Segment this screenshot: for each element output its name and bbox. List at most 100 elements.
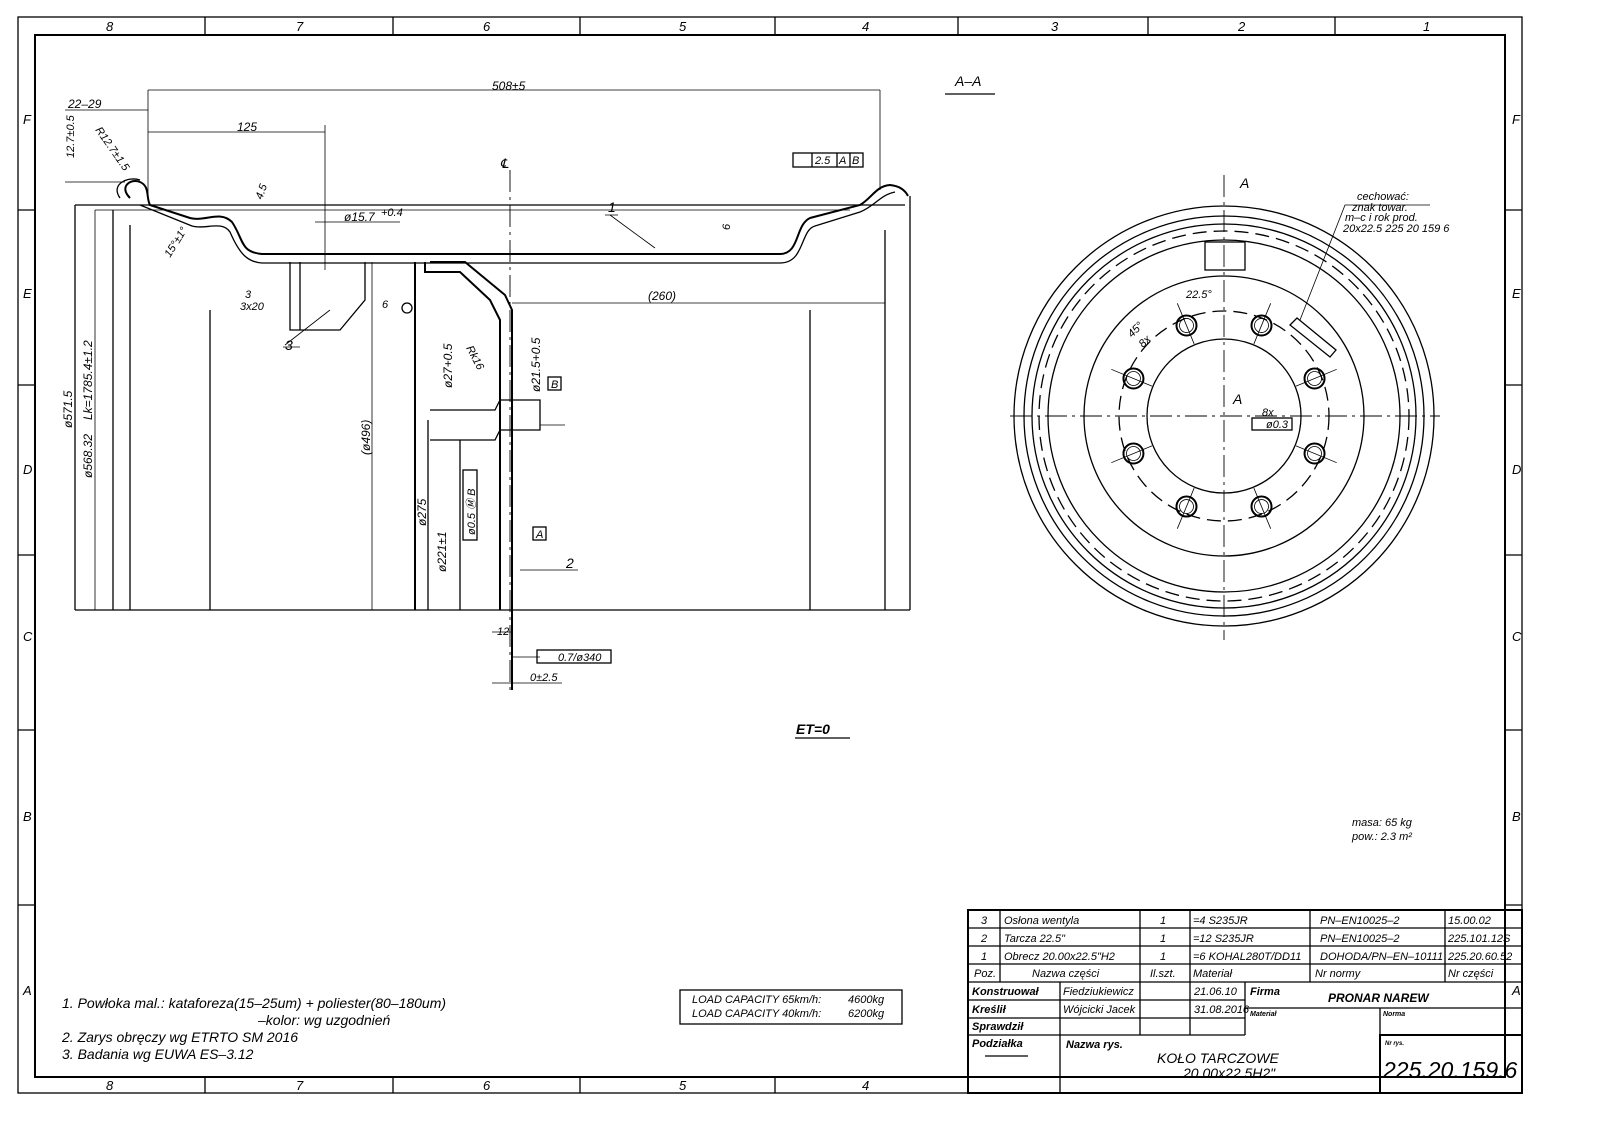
svg-text:Nazwa części: Nazwa części <box>1032 968 1100 980</box>
svg-text:Podziałka: Podziałka <box>972 1038 1023 1050</box>
zone-column-label: 5 <box>679 19 687 34</box>
svg-text:4600kg: 4600kg <box>848 994 885 1006</box>
dim-12-7: 12.7±0.5 <box>65 114 77 158</box>
svg-text:225.101.12S: 225.101.12S <box>1447 933 1511 945</box>
svg-text:KOŁO TARCZOWE: KOŁO TARCZOWE <box>1157 1050 1280 1066</box>
drawing-number: 225.20.159.6 <box>1382 1057 1518 1083</box>
callout-1: 1 <box>608 199 616 215</box>
dim-lk: Lk=1785.4±1.2 <box>81 340 95 420</box>
bolt-hole <box>1295 442 1337 465</box>
svg-text:cechować:: cechować: <box>1357 191 1409 203</box>
svg-text:2. Zarys obręczy wg ETRTO SM 2: 2. Zarys obręczy wg ETRTO SM 2016 <box>61 1029 298 1045</box>
svg-text:21.06.10: 21.06.10 <box>1193 986 1238 998</box>
svg-text:znak towar.: znak towar. <box>1351 202 1408 214</box>
section-mark-top: A <box>1239 175 1249 191</box>
svg-text:Kreślił: Kreślił <box>972 1004 1007 1016</box>
zone-row-label: F <box>23 112 32 127</box>
svg-text:Il.szt.: Il.szt. <box>1150 968 1176 980</box>
bolt-hole <box>1250 303 1273 345</box>
svg-text:15.00.02: 15.00.02 <box>1448 915 1491 927</box>
svg-text:Fiedziukiewicz: Fiedziukiewicz <box>1063 986 1134 998</box>
dim-275: ø275 <box>415 498 429 526</box>
svg-text:=12 S235JR: =12 S235JR <box>1193 933 1254 945</box>
svg-text:31.08.2016: 31.08.2016 <box>1194 1004 1250 1016</box>
section-mark-center: A <box>1232 391 1242 407</box>
zone-column-label: 3 <box>1051 19 1059 34</box>
weld-3: 3 <box>245 289 252 301</box>
bolt-hole <box>1111 442 1153 465</box>
svg-text:Konstruował: Konstruował <box>972 986 1040 998</box>
svg-text:PN–EN10025–2: PN–EN10025–2 <box>1320 915 1400 927</box>
dim-15-7-tol: +0.4 <box>381 207 403 219</box>
bolt-position-tol: ø0.3 <box>1266 419 1289 431</box>
zone-column-label: 4 <box>862 1078 869 1093</box>
svg-text:Nazwa rys.: Nazwa rys. <box>1066 1039 1123 1051</box>
svg-text:0.7/ø340: 0.7/ø340 <box>558 652 602 664</box>
datum-b: B <box>551 379 558 391</box>
svg-text:20x22.5 225 20 159 6: 20x22.5 225 20 159 6 <box>1342 223 1450 235</box>
svg-text:m–c i rok prod.: m–c i rok prod. <box>1345 212 1418 224</box>
svg-text:1: 1 <box>1160 951 1166 963</box>
dim-22-29: 22–29 <box>67 97 102 111</box>
svg-text:1. Powłoka mal.: kataforeza(15: 1. Powłoka mal.: kataforeza(15–25um) + p… <box>62 995 446 1011</box>
front-view: A–A A A 22.5° 45° 8x 8x ø0.3 cechować: z… <box>945 73 1450 843</box>
svg-text:Nr normy: Nr normy <box>1315 968 1362 980</box>
surface-value: pow.: 2.3 m² <box>1351 831 1412 843</box>
zone-row-label: C <box>23 629 33 644</box>
svg-text:Poz.: Poz. <box>974 968 996 980</box>
load-capacity-box: LOAD CAPACITY 65km/h: 4600kg LOAD CAPACI… <box>679 989 903 1025</box>
svg-text:1: 1 <box>1160 933 1166 945</box>
svg-text:PRONAR NAREW: PRONAR NAREW <box>1328 991 1430 1005</box>
svg-text:LOAD CAPACITY 40km/h:: LOAD CAPACITY 40km/h: <box>692 1008 821 1020</box>
angle-22-5: 22.5° <box>1185 289 1212 301</box>
disc-profile <box>414 261 513 690</box>
zone-column-label: 4 <box>862 19 869 34</box>
section-view: 508±5 22–29 125 12.7±0.5 R12.7±1.5 4.5 1… <box>61 79 911 739</box>
svg-text:B: B <box>852 155 859 167</box>
et-label: ET=0 <box>796 721 830 737</box>
bolt-hole <box>1295 367 1337 390</box>
dim-15deg: 15°±1° <box>162 225 190 260</box>
zone-column-label: 2 <box>1237 19 1246 34</box>
bolt-hole <box>1175 303 1198 345</box>
zone-column-label: 6 <box>483 1078 491 1093</box>
centerline-symbol: ℄ <box>500 156 509 171</box>
dim-221: ø221±1 <box>435 531 449 572</box>
svg-text:225.20.60.52: 225.20.60.52 <box>1447 951 1512 963</box>
svg-text:Nr rys.: Nr rys. <box>1385 1041 1404 1047</box>
dim-r12-7: R12.7±1.5 <box>93 125 132 174</box>
zone-row-label: E <box>1512 286 1521 301</box>
svg-text:2.5: 2.5 <box>814 155 831 167</box>
zone-column-label: 7 <box>296 19 304 34</box>
zone-row-label: F <box>1512 112 1521 127</box>
svg-text:20.00x22.5H2": 20.00x22.5H2" <box>1182 1065 1276 1081</box>
flatness-frame: 0.7/ø340 <box>536 649 612 664</box>
dim-125: 125 <box>237 120 257 134</box>
svg-text:DOHODA/PN–EN–10111: DOHODA/PN–EN–10111 <box>1320 951 1443 963</box>
bolt-hole <box>1250 487 1273 529</box>
svg-text:Sprawdził: Sprawdził <box>972 1021 1024 1033</box>
bolt-count: 8x <box>1262 407 1274 419</box>
marking-note: cechować: znak towar. m–c i rok prod. 20… <box>1342 191 1450 235</box>
dim-0-2-5: 0±2.5 <box>530 672 558 684</box>
zone-row-label: A <box>22 983 32 998</box>
svg-text:1: 1 <box>981 951 987 963</box>
zone-row-label: D <box>1512 462 1521 477</box>
dim-15-7: ø15.7 <box>344 210 376 224</box>
zone-column-label: 1 <box>1423 19 1430 34</box>
svg-text:6200kg: 6200kg <box>848 1008 885 1020</box>
dim-260: (260) <box>648 289 676 303</box>
section-title: A–A <box>954 73 981 89</box>
svg-text:A: A <box>838 155 846 167</box>
dim-rk16: Rk16 <box>463 344 486 373</box>
dim-6: 6 <box>721 223 733 230</box>
weld-3x20: 3x20 <box>240 301 265 313</box>
zone-column-label: 7 <box>296 1078 304 1093</box>
svg-text:Tarcza 22.5": Tarcza 22.5" <box>1004 933 1066 945</box>
dim-21-5: ø21.5+0.5 <box>529 337 543 392</box>
zone-column-label: 6 <box>483 19 491 34</box>
